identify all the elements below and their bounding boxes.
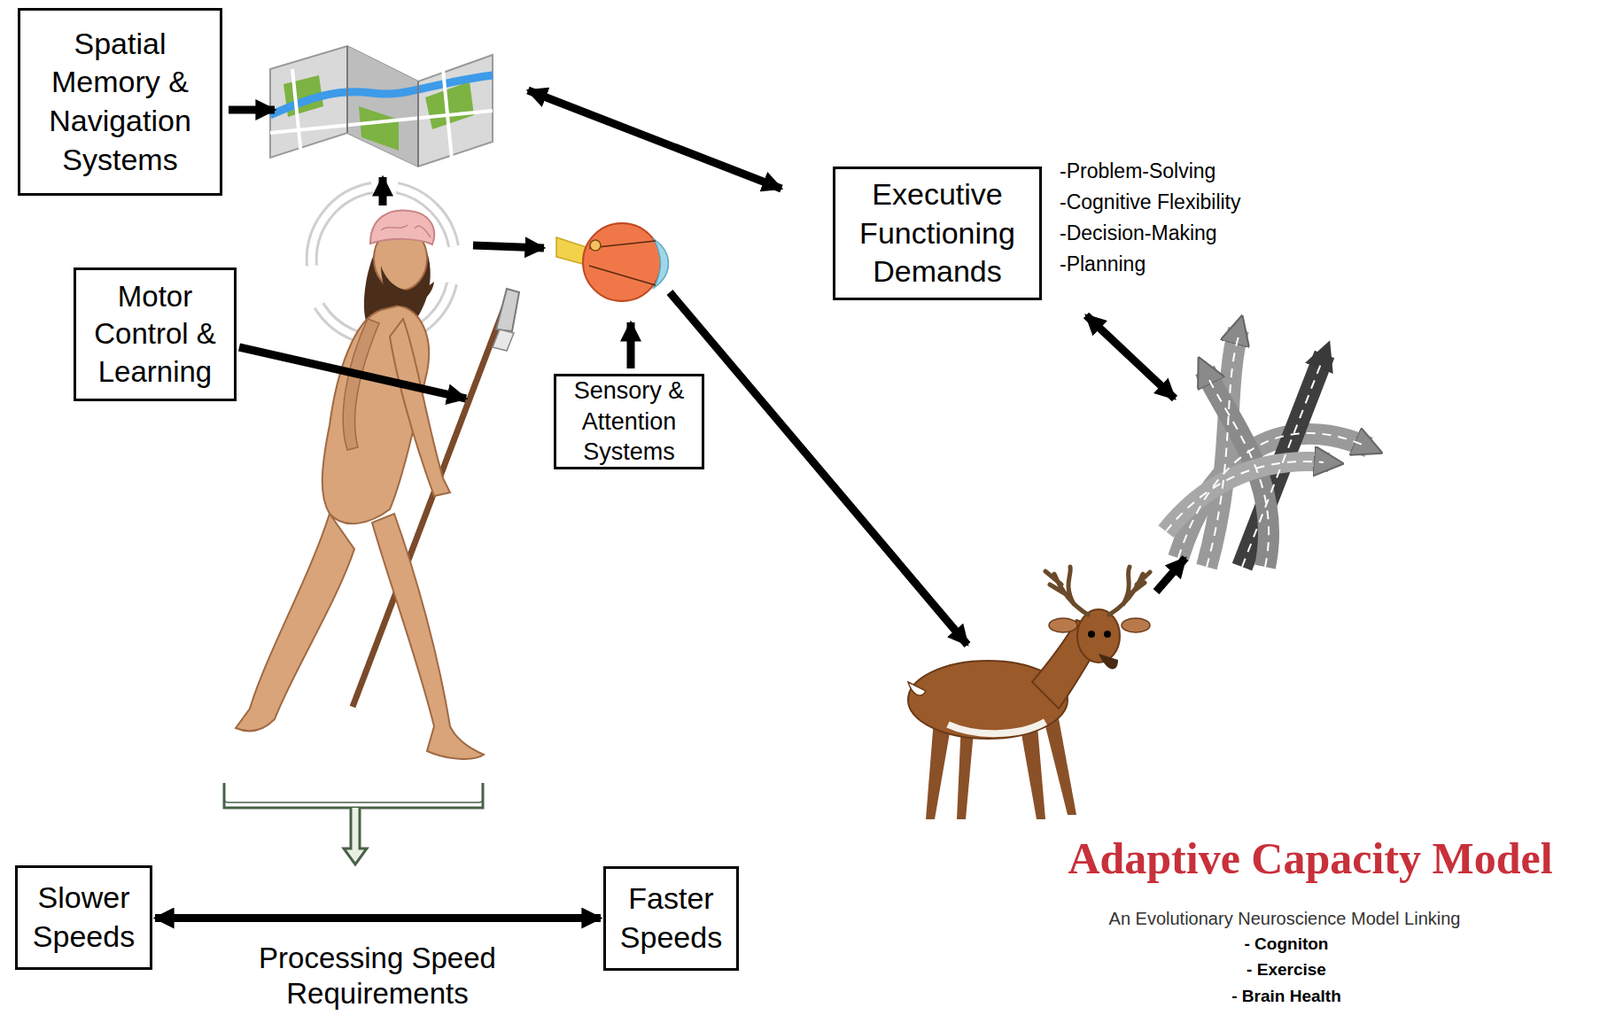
double-arrow xyxy=(155,914,601,923)
subtitle-line: - Cogniton xyxy=(1244,934,1329,956)
speed-box: Faster Speeds xyxy=(603,866,739,971)
subtitle-line: - Exercise xyxy=(1246,960,1327,981)
diagram-title: Adaptive Capacity Model xyxy=(1067,832,1553,885)
function-list-item: -Planning xyxy=(1059,252,1146,278)
function-list-item: -Decision-Making xyxy=(1059,221,1218,247)
subtitle-line: - Brain Health xyxy=(1231,986,1342,1008)
box-label: Faster Speeds xyxy=(613,879,730,957)
box-label: Slower Speeds xyxy=(24,878,143,956)
function-list-item: -Cognitive Flexibility xyxy=(1059,190,1242,216)
bracket xyxy=(224,783,483,865)
system-box: Spatial Memory & Navigation Systems xyxy=(17,7,223,196)
box-label: Executive Functioning Demands xyxy=(842,175,1033,292)
box-label: Motor Control & Learning xyxy=(83,278,227,391)
diverging-roads xyxy=(1165,329,1369,567)
eye-illustration xyxy=(556,223,669,302)
deer-illustration xyxy=(908,566,1150,820)
axis-caption: Processing Speed Requirements xyxy=(244,940,511,1013)
box-label: Sensory & Attention Systems xyxy=(563,375,695,468)
box-label: Spatial Memory & Navigation Systems xyxy=(27,24,213,179)
speed-box: Slower Speeds xyxy=(15,865,153,971)
map-icon xyxy=(270,46,493,167)
system-box: Executive Functioning Demands xyxy=(832,166,1042,301)
early-human-figure xyxy=(235,209,520,759)
function-list-item: -Problem-Solving xyxy=(1059,159,1216,185)
subtitle-line: An Evolutionary Neuroscience Model Linki… xyxy=(1109,908,1461,930)
system-box: Sensory & Attention Systems xyxy=(553,373,705,470)
pointer-arrows xyxy=(228,90,1186,645)
system-box: Motor Control & Learning xyxy=(73,267,237,402)
